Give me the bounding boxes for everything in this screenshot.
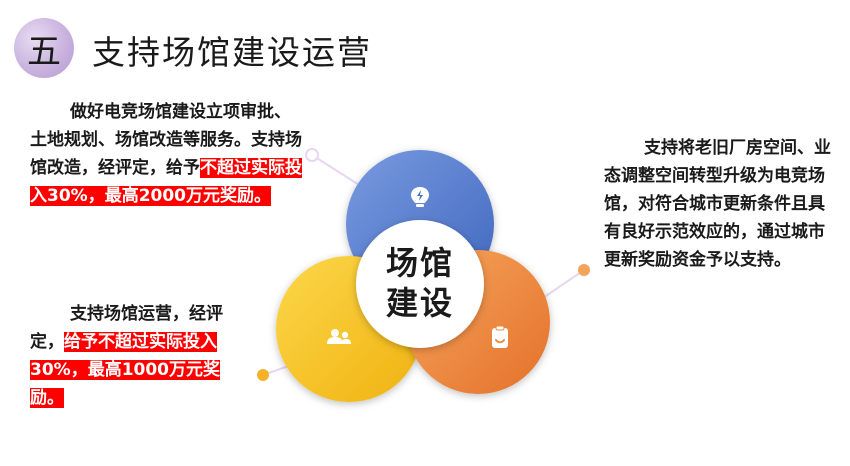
people-icon (327, 329, 351, 344)
section-number-badge: 五 (14, 18, 74, 78)
connector-top-left (311, 154, 365, 189)
text-block-operation: 支持场馆运营，经评定，给予不超过实际投入30%，最高1000万元奖励。 (30, 300, 252, 412)
lightbulb-icon (411, 187, 429, 207)
text-block-renewal: 支持将老旧厂房空间、业态调整空间转型升级为电竞场馆，对符合城市更新条件且具有良好… (604, 134, 836, 274)
section-number: 五 (27, 31, 61, 72)
connector-dot-right (578, 264, 590, 276)
center-circle (356, 220, 484, 348)
clipboard-icon (492, 325, 508, 348)
connector-dot-top-left (305, 148, 319, 162)
page-title: 支持场馆建设运营 (92, 33, 372, 72)
section-header: 五 支持场馆建设运营 (14, 18, 614, 78)
text-block-construction: 做好电竞场馆建设立项审批、土地规划、场馆改造等服务。支持场馆改造，经评定，给予不… (30, 98, 302, 210)
center-label: 场馆 建设 (360, 243, 480, 323)
center-label-line2: 建设 (385, 284, 454, 322)
operation-text: 支持场馆运营，经评定， (30, 304, 223, 352)
center-label-line1: 场馆 (385, 244, 454, 282)
connector-right (539, 269, 585, 301)
construction-text: 做好电竞场馆建设立项审批、土地规划、场馆改造等服务。支持场馆改造，经评定，给予 (30, 102, 302, 178)
renewal-text: 支持将老旧厂房空间、业态调整空间转型升级为电竞场馆，对符合城市更新条件且具有良好… (604, 138, 831, 270)
connector-dot-bottom-left (257, 369, 269, 381)
